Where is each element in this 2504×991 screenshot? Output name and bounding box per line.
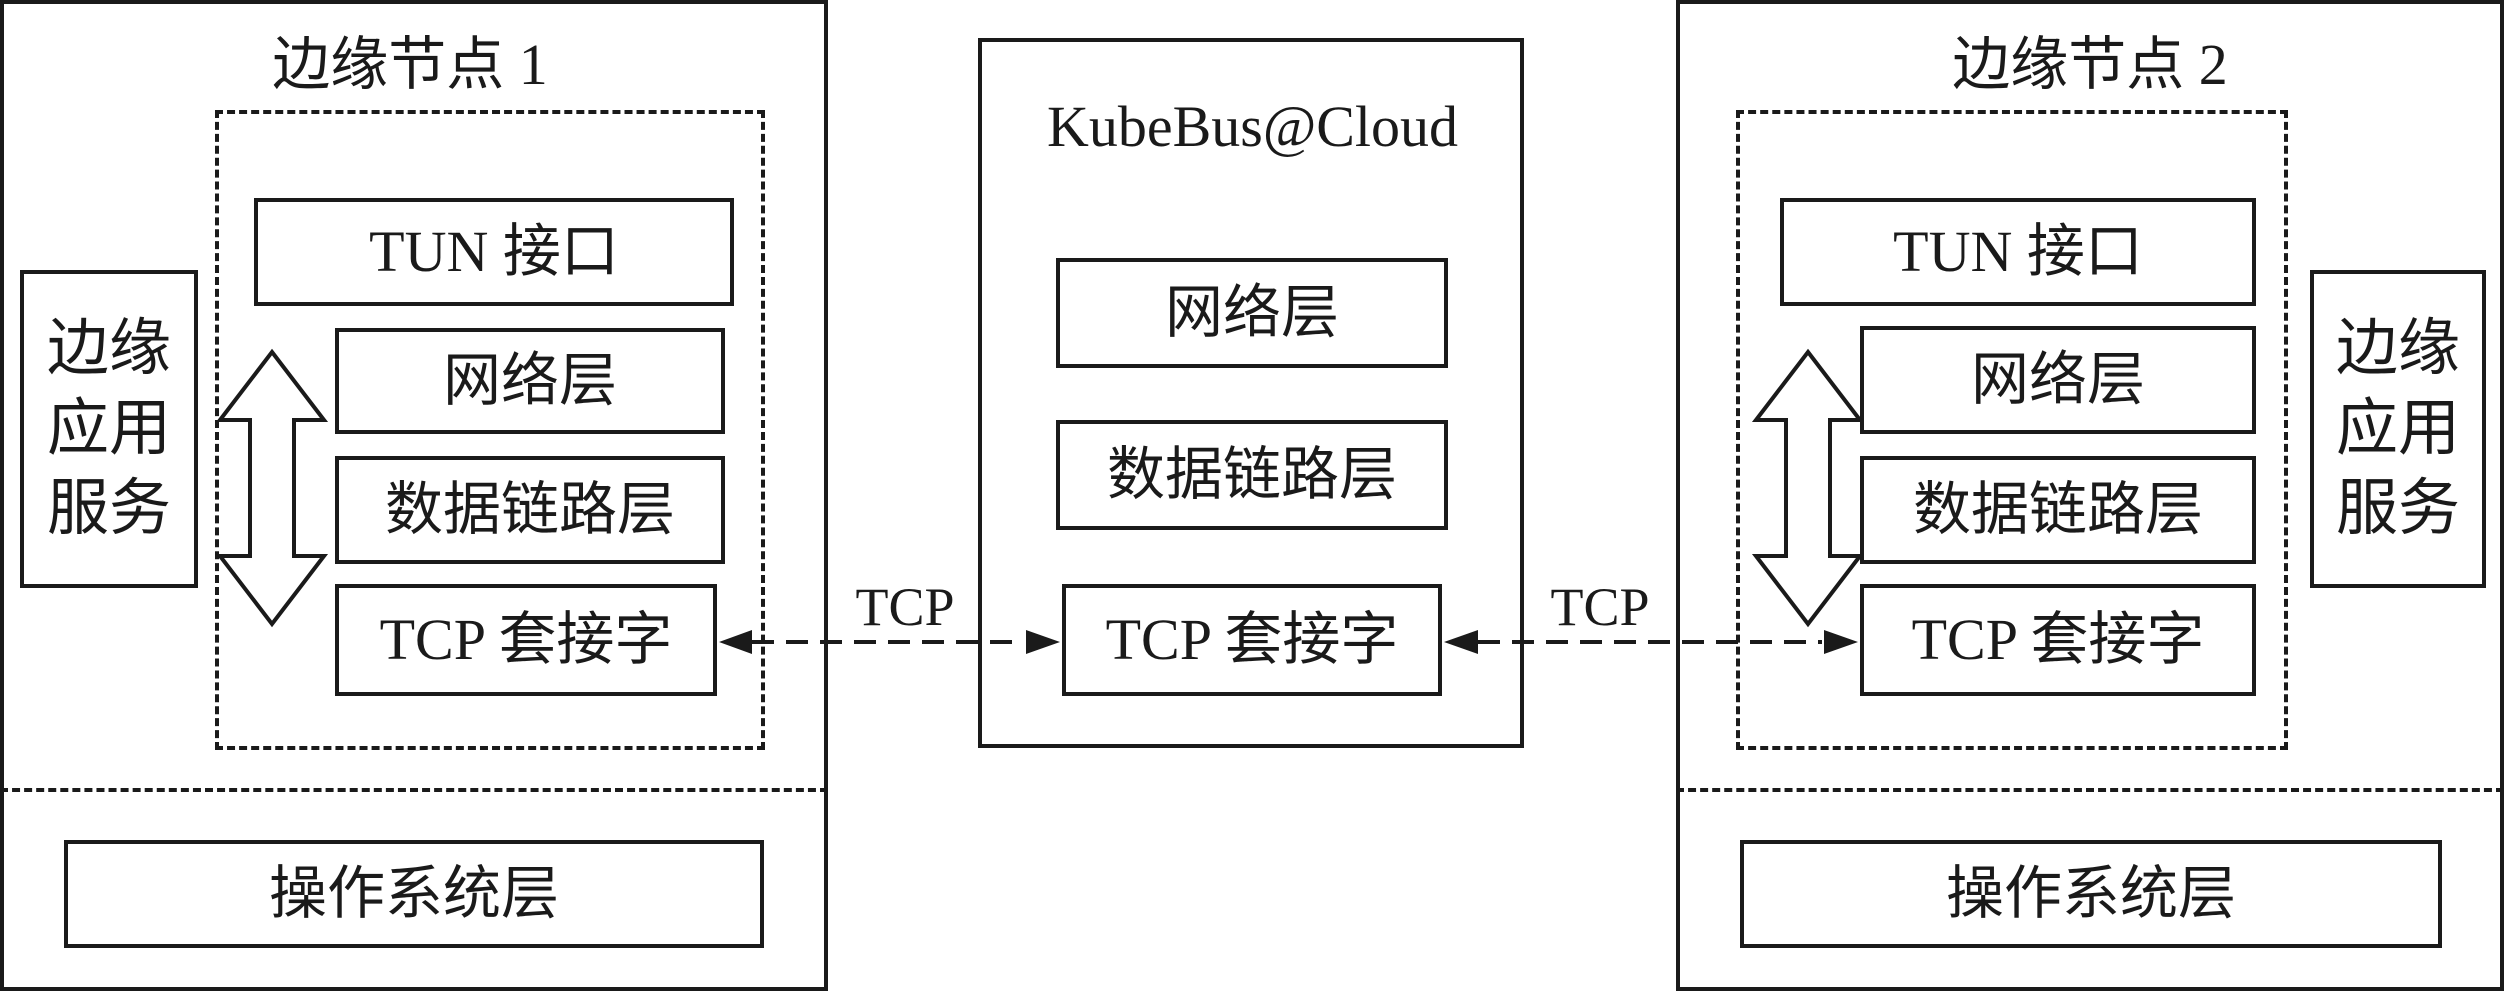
edge-node-2-os-layer: 操作系统层 xyxy=(1740,840,2442,948)
edge-node-2-os-divider xyxy=(1676,788,2504,792)
edge-node-2-kubebus-agent-region xyxy=(1736,110,2288,750)
edge-node-1-app-service: 边缘应用服务 xyxy=(20,270,198,588)
kubebus-cloud-title: KubeBus@Cloud xyxy=(1046,94,1459,159)
edge-node-2-tcp-socket: TCP 套接字 xyxy=(1860,584,2256,696)
cloud-network-layer: 网络层 xyxy=(1056,258,1448,368)
edge-node-2-app-service: 边缘应用服务 xyxy=(2310,270,2486,588)
tcp-link-label-right: TCP xyxy=(1550,577,1650,637)
edge-node-2-datalink-layer: 数据链路层 xyxy=(1860,456,2256,564)
edge-node-1-os-divider xyxy=(0,788,828,792)
edge-node-1-tcp-socket: TCP 套接字 xyxy=(335,584,717,696)
tcp-link-label-left: TCP xyxy=(855,577,955,637)
edge-node-1-tun-interface: TUN 接口 xyxy=(254,198,734,306)
edge-node-2-title: 边缘节点 2 xyxy=(1952,32,2228,97)
cloud-tcp-socket: TCP 套接字 xyxy=(1062,584,1442,696)
edge-node-2-tun-interface: TUN 接口 xyxy=(1780,198,2256,306)
edge-node-1-network-layer: 网络层 xyxy=(335,328,725,434)
edge-node-1-title: 边缘节点 1 xyxy=(272,32,548,97)
edge-node-2-network-layer: 网络层 xyxy=(1860,326,2256,434)
edge-node-1-os-layer: 操作系统层 xyxy=(64,840,764,948)
edge-node-1-datalink-layer: 数据链路层 xyxy=(335,456,725,564)
cloud-datalink-layer: 数据链路层 xyxy=(1056,420,1448,530)
